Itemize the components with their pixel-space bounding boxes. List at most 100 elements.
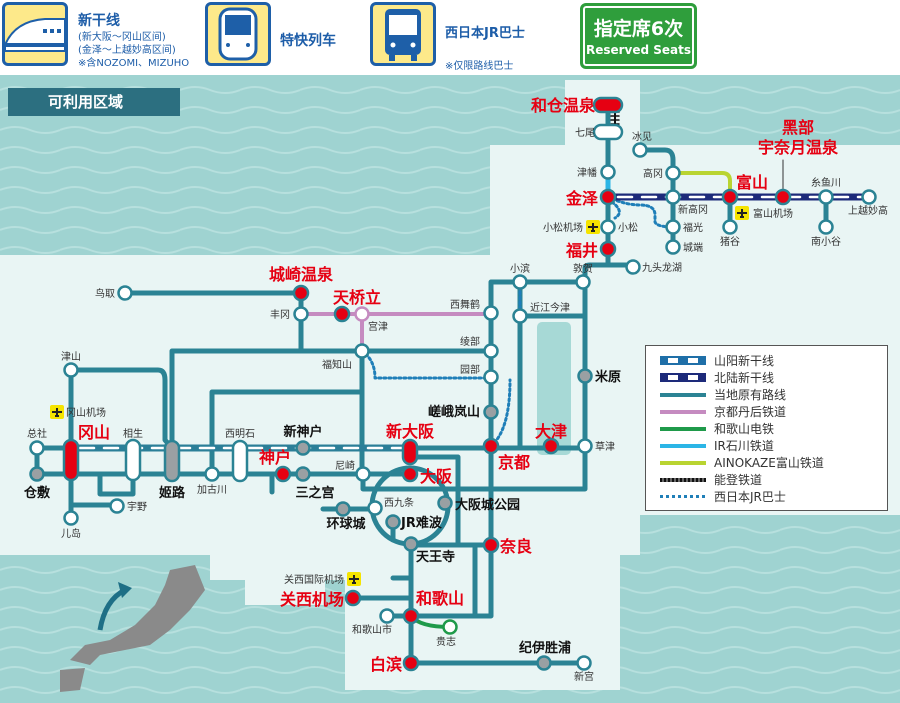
station-marker-kurashiki[interactable] — [29, 466, 45, 482]
station-marker-kiikatsuura[interactable] — [536, 655, 552, 671]
station-label-kusatsu: 草津 — [595, 441, 615, 453]
station-marker-tsubata[interactable] — [600, 164, 616, 180]
station-label-toyama: 富山 — [736, 173, 768, 192]
airport-label-okayama: 冈山机场 — [66, 406, 106, 419]
station-marker-nanao[interactable] — [592, 123, 624, 141]
station-label-sannomiya: 三之宫 — [295, 485, 334, 501]
station-marker-fukumitsu[interactable] — [665, 219, 681, 235]
station-label-kinosaki: 城崎温泉 — [269, 265, 334, 284]
station-marker-inotani[interactable] — [722, 219, 738, 235]
station-marker-tsuruga[interactable] — [575, 274, 591, 290]
station-marker-tsuyama[interactable] — [63, 362, 79, 378]
station-marker-aioi[interactable] — [124, 438, 142, 482]
station-marker-takaoka[interactable] — [665, 165, 681, 181]
station-marker-sagaarashiyama[interactable] — [483, 404, 499, 420]
station-marker-joetsumyoko[interactable] — [861, 189, 877, 205]
station-label-uno: 宇野 — [127, 500, 147, 513]
station-label-maibara: 米原 — [595, 369, 621, 385]
shinkansen-note: ※含NOZOMI、MIZUHO — [78, 58, 190, 69]
station-label-komatsu: 小松 — [618, 221, 638, 234]
station-marker-tottori[interactable] — [117, 285, 133, 301]
station-marker-amanohashidate[interactable] — [333, 305, 351, 323]
station-marker-nishikujo[interactable] — [367, 500, 383, 516]
legend-item: 西日本JR巴士 — [660, 488, 887, 505]
airport-label-komatsu: 小松机场 — [543, 221, 583, 234]
station-marker-okayama[interactable] — [62, 438, 80, 482]
station-label-wakayamashi: 和歌山市 — [352, 623, 392, 636]
legend-label: 北陆新干线 — [714, 371, 775, 385]
station-marker-tennoji[interactable] — [403, 536, 419, 552]
station-marker-otsu[interactable] — [542, 437, 560, 455]
station-marker-sannomiya[interactable] — [295, 466, 311, 482]
station-label-takaoka: 高冈 — [643, 167, 663, 180]
station-label-kurobe: 黑部 — [782, 118, 814, 137]
station-label-shintakaoka: 新高冈 — [678, 203, 708, 216]
shinkansen-section-2: (金泽～上越妙高区间) — [78, 45, 176, 56]
station-marker-kishi[interactable] — [442, 619, 458, 635]
station-marker-soja[interactable] — [29, 440, 45, 456]
legend-label: AINOKAZE富山铁道 — [714, 456, 824, 470]
station-marker-kojima[interactable] — [63, 510, 79, 526]
station-label-shingu: 新宫 — [574, 670, 594, 683]
station-marker-kanazawa[interactable] — [599, 188, 617, 206]
legend-swatch — [660, 356, 706, 365]
station-marker-obama[interactable] — [512, 274, 528, 290]
station-marker-sonobe[interactable] — [483, 369, 499, 385]
station-marker-shinosaka[interactable] — [401, 438, 419, 466]
station-marker-maibara[interactable] — [577, 368, 593, 384]
station-marker-nara[interactable] — [482, 536, 500, 554]
station-marker-shingu[interactable] — [576, 655, 592, 671]
station-marker-kusatsu[interactable] — [577, 438, 593, 454]
station-marker-minamiotari[interactable] — [818, 219, 834, 235]
station-marker-kix[interactable] — [344, 589, 362, 607]
station-marker-wakayamashi[interactable] — [379, 608, 395, 624]
station-marker-kobe[interactable] — [274, 465, 292, 483]
station-marker-amagasaki[interactable] — [355, 466, 371, 482]
station-marker-johana[interactable] — [665, 239, 681, 255]
shinkansen-icon — [2, 2, 68, 66]
station-label-miyazu: 宫津 — [368, 320, 388, 333]
station-marker-osakajokoen[interactable] — [437, 495, 453, 511]
legend-item: 能登铁道 — [660, 471, 887, 488]
station-label-tsuruga: 敦贺 — [573, 262, 593, 275]
shinkansen-section-1: (新大阪～冈山区间) — [78, 32, 166, 43]
legend-label: 西日本JR巴士 — [714, 490, 786, 504]
station-marker-shintakaoka[interactable] — [665, 189, 681, 205]
station-marker-omiimazu[interactable] — [512, 308, 528, 324]
station-marker-nishimaizuru[interactable] — [483, 305, 499, 321]
station-marker-fukuchiyama[interactable] — [354, 343, 370, 359]
station-label-shinkobe: 新神户 — [283, 424, 322, 440]
station-label-osakajokoen: 大阪城公园 — [455, 497, 520, 513]
station-label-wakayama: 和歌山 — [416, 589, 464, 608]
station-marker-jrnamba[interactable] — [385, 514, 401, 530]
station-marker-toyama[interactable] — [721, 188, 739, 206]
station-marker-wakura[interactable] — [592, 96, 624, 114]
station-marker-kuzuryuko[interactable] — [625, 259, 641, 275]
station-marker-himeji[interactable] — [163, 439, 181, 483]
station-marker-usj[interactable] — [335, 501, 351, 517]
station-marker-ayabe[interactable] — [483, 343, 499, 359]
station-marker-komatsu[interactable] — [600, 219, 616, 235]
station-label-amagasaki: 尼崎 — [335, 459, 355, 472]
station-label-wakura: 和仓温泉 — [531, 96, 596, 115]
station-marker-miyazu[interactable] — [354, 306, 370, 322]
station-marker-kinosaki[interactable] — [292, 284, 310, 302]
station-marker-kurobe[interactable] — [774, 188, 792, 206]
station-marker-uno[interactable] — [109, 498, 125, 514]
station-marker-wakayama[interactable] — [402, 607, 420, 625]
station-label-shirahama: 白滨 — [370, 655, 402, 674]
station-marker-himi[interactable] — [632, 142, 648, 158]
station-marker-kyoto[interactable] — [482, 437, 500, 455]
legend-swatch — [660, 373, 706, 382]
station-marker-osaka[interactable] — [401, 465, 419, 483]
station-marker-kakogawa[interactable] — [204, 466, 220, 482]
station-marker-shirahama[interactable] — [402, 654, 420, 672]
airport-label-toyama: 富山机场 — [753, 207, 793, 220]
station-marker-fukui[interactable] — [599, 240, 617, 258]
station-marker-nishiakashi[interactable] — [231, 439, 249, 483]
station-marker-toyooka[interactable] — [293, 306, 309, 322]
station-label-kiikatsuura: 纪伊胜浦 — [519, 640, 571, 656]
station-marker-shinkobe[interactable] — [295, 440, 311, 456]
station-label-kakogawa: 加古川 — [197, 483, 227, 496]
station-marker-itoigawa[interactable] — [818, 189, 834, 205]
